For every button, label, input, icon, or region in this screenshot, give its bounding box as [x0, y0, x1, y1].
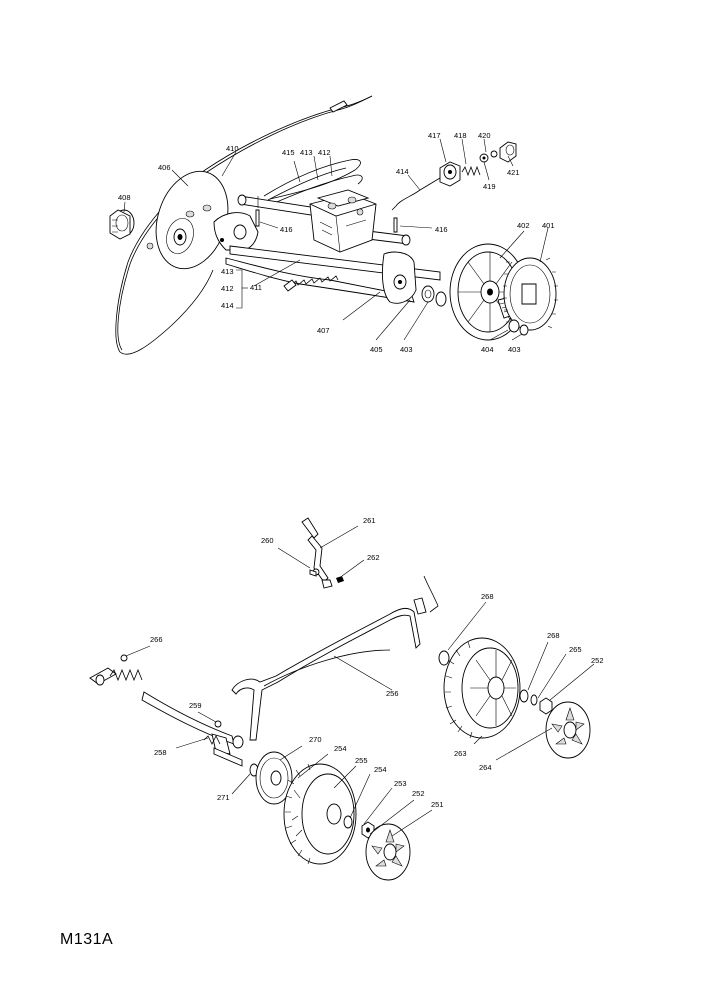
callout-407: 407 — [317, 326, 330, 335]
hubcap-264 — [545, 701, 591, 759]
callout-412-left: 412 — [221, 284, 234, 293]
callout-261: 261 — [363, 516, 376, 525]
callout-252-right: 252 — [591, 656, 604, 665]
washer-268-left — [438, 650, 450, 666]
callout-259: 259 — [189, 701, 202, 710]
lower-leader-lines — [125, 525, 595, 837]
callout-labels-upper: 410 406 408 415 413 412 417 418 420 419 … — [118, 131, 555, 354]
drive-assembly — [109, 95, 558, 355]
axle-rod — [225, 257, 415, 303]
callout-412: 412 — [318, 148, 331, 157]
callout-417: 417 — [428, 131, 441, 140]
callout-268-right: 268 — [547, 631, 560, 640]
callout-401: 401 — [542, 221, 555, 230]
cable-end-fitting — [329, 100, 348, 113]
nut-252 — [539, 697, 553, 715]
callout-410: 410 — [226, 144, 239, 153]
callout-414-left: 414 — [221, 301, 234, 310]
washer-404 — [508, 319, 520, 333]
callout-418: 418 — [454, 131, 467, 140]
callout-416-right: 416 — [435, 225, 448, 234]
callout-403-left: 403 — [400, 345, 413, 354]
callout-256: 256 — [386, 689, 399, 698]
callout-262: 262 — [367, 553, 380, 562]
callout-421: 421 — [507, 168, 520, 177]
washer-265 — [530, 694, 538, 706]
callout-414: 414 — [396, 167, 409, 176]
pin-right — [393, 217, 398, 233]
callout-420: 420 — [478, 131, 491, 140]
callout-411: 411 — [250, 283, 262, 292]
callout-405: 405 — [370, 345, 383, 354]
height-lever — [301, 517, 333, 589]
push-rod — [395, 177, 441, 207]
callout-406: 406 — [158, 163, 171, 172]
callout-254-top: 254 — [334, 744, 347, 753]
callout-403-right: 403 — [508, 345, 521, 354]
gearbox-housing — [309, 189, 377, 253]
callout-416-left: 416 — [280, 225, 293, 234]
adjuster-knob — [109, 209, 135, 240]
pin-left — [255, 209, 260, 227]
pinion-assembly — [439, 141, 517, 187]
washer-254 — [343, 815, 353, 829]
callout-254-bottom: 254 — [374, 765, 387, 774]
handle-frame — [231, 607, 421, 741]
nut-262 — [336, 576, 344, 583]
callout-413: 413 — [300, 148, 313, 157]
callout-265: 265 — [569, 645, 582, 654]
callout-270: 270 — [309, 735, 322, 744]
rear-spring-assembly — [89, 654, 244, 767]
wheel-assembly — [89, 517, 595, 881]
callout-264: 264 — [479, 763, 492, 772]
callout-271: 271 — [217, 793, 230, 802]
bushing-403b — [519, 324, 529, 336]
callout-253: 253 — [394, 779, 407, 788]
callout-251: 251 — [431, 800, 444, 809]
callout-408: 408 — [118, 193, 131, 202]
callout-255: 255 — [355, 756, 368, 765]
callout-415: 415 — [282, 148, 295, 157]
rear-wheel-263 — [443, 637, 521, 739]
hubcap-251 — [365, 823, 411, 881]
washer-268-right — [519, 689, 529, 703]
callout-266: 266 — [150, 635, 163, 644]
drawing-code: M131A — [60, 931, 114, 948]
callout-labels-lower: 261 260 262 268 266 268 265 252 256 259 … — [150, 516, 604, 809]
callout-252-bottom: 252 — [412, 789, 425, 798]
callout-413-left: 413 — [221, 267, 234, 276]
pulley-disc — [146, 170, 229, 270]
front-wheel-255 — [283, 763, 357, 865]
callout-419: 419 — [483, 182, 496, 191]
callout-268-top: 268 — [481, 592, 494, 601]
callout-260: 260 — [261, 536, 274, 545]
callout-402: 402 — [517, 221, 530, 230]
spring — [289, 275, 339, 287]
upper-leader-lines — [123, 138, 549, 341]
screw-260 — [309, 569, 317, 577]
callout-263: 263 — [454, 749, 467, 758]
control-cable — [115, 95, 373, 355]
bushing-403 — [435, 291, 447, 307]
callout-404: 404 — [481, 345, 494, 354]
drive-gear-401 — [503, 257, 558, 331]
callout-258: 258 — [154, 748, 167, 757]
nut-259 — [214, 720, 222, 728]
wheel-hub-270 — [255, 751, 293, 805]
washer-405 — [421, 285, 435, 303]
